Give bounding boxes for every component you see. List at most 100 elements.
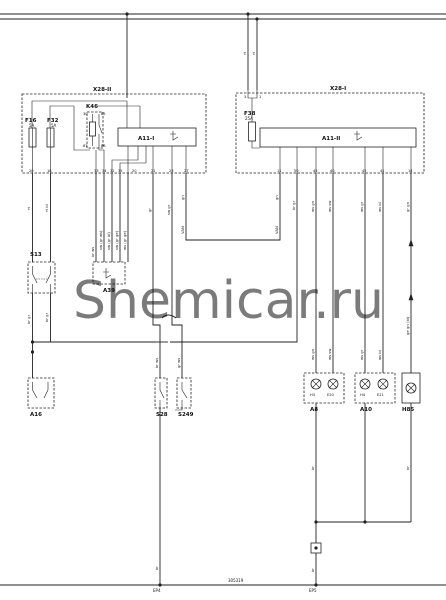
svg-text:34: 34 xyxy=(102,169,107,173)
ground-ep5: EP5 xyxy=(309,588,317,593)
lamp-e21: E21 xyxy=(377,393,384,397)
watermark-text: Shemicar.ru xyxy=(73,271,384,331)
connector-x28-ii: X28-II F16 5A F32 5A K46 xyxy=(21,87,207,174)
switch-s28: S28 xyxy=(154,377,168,418)
wire-right-a: br gr xyxy=(291,200,296,210)
module-a11-ii: A11-II xyxy=(259,127,417,148)
svg-text:21: 21 xyxy=(151,169,156,173)
wire-right-e: ws bl xyxy=(377,202,382,212)
wire-right-c: ws sw xyxy=(327,201,332,212)
wire-right-d: ws gr xyxy=(359,201,364,212)
wire-right-f: gr gn xyxy=(405,201,410,212)
lamp-h3: H3 xyxy=(310,393,315,397)
component-a39-label: A39 xyxy=(103,288,115,294)
svg-text:33: 33 xyxy=(94,169,99,173)
svg-text:85: 85 xyxy=(101,112,106,116)
svg-text:87: 87 xyxy=(83,144,88,148)
connector-x28-i: X28-I 3 1 F38 25A A11-II 11 50 45 40 42 xyxy=(235,86,425,174)
svg-text:27: 27 xyxy=(184,169,189,173)
wire-s249: sw gr xyxy=(166,204,171,215)
component-a8: H3 E20 A8 xyxy=(303,372,345,413)
bottom-rail: 305319 xyxy=(0,578,446,587)
fuse-f32-rating: 5A xyxy=(51,123,57,128)
fuse-f38: F38 25A xyxy=(244,106,260,149)
wire-rt-a: rt xyxy=(242,51,247,55)
component-a16-label: A16 xyxy=(30,412,42,418)
switch-s28-label: S28 xyxy=(156,412,168,418)
wire-a39-2: sw (gr ws) xyxy=(98,230,103,250)
module-a11-ii-label: A11-II xyxy=(322,136,340,142)
wire-right-b2: ws gn xyxy=(310,348,315,360)
svg-text:45: 45 xyxy=(313,169,318,173)
svg-text:40: 40 xyxy=(330,169,335,173)
svg-text:3: 3 xyxy=(244,95,246,99)
svg-text:50: 50 xyxy=(294,169,299,173)
wire-s28: gr xyxy=(147,208,152,212)
svg-text:20: 20 xyxy=(132,169,137,173)
component-a39: A39 xyxy=(92,261,126,294)
svg-text:41: 41 xyxy=(380,169,385,173)
svg-text:32: 32 xyxy=(110,169,115,173)
wire-a39-3: sw (gr bl) xyxy=(106,232,111,250)
connector-x28-i-label: X28-I xyxy=(330,86,346,92)
connector-x28-ii-label: X28-II xyxy=(93,87,111,93)
module-a11-i-label: A11-I xyxy=(138,136,154,142)
fuse-f32-name: F32 xyxy=(47,118,59,124)
component-a8-label: A8 xyxy=(310,407,318,413)
fuse-f16-rating: 5A xyxy=(29,123,35,128)
wire-van-right-color: gn xyxy=(274,195,279,200)
svg-text:35: 35 xyxy=(118,169,123,173)
component-a10-label: A10 xyxy=(360,407,372,413)
svg-text:18: 18 xyxy=(47,169,52,173)
module-a11-i: A11-I xyxy=(117,127,197,147)
fuse-f38-name: F38 xyxy=(244,111,256,117)
wire-right-b: ws gn xyxy=(310,200,315,212)
component-h85-label: H85 xyxy=(402,407,414,413)
svg-text:42: 42 xyxy=(362,169,367,173)
wire-s13-out-a: br gr xyxy=(26,314,31,324)
wire-s28-out: br ws xyxy=(154,358,159,368)
switch-s13: S13 xyxy=(27,252,56,294)
wire-van-left-color: gn xyxy=(180,195,185,200)
wire-f16: rt xyxy=(26,206,31,210)
switch-s13-label: S13 xyxy=(30,252,42,258)
left-wiring: rt rt bl S13 br gr br gr A1 xyxy=(26,173,281,593)
fuse-f32: F32 5A xyxy=(46,118,59,173)
lamp-e20: E20 xyxy=(327,393,335,397)
svg-text:23: 23 xyxy=(169,169,174,173)
svg-text:30: 30 xyxy=(83,112,88,116)
ground-ep4: EP4 xyxy=(153,588,161,593)
switch-s249: S249 xyxy=(176,377,194,418)
wire-ep5: br xyxy=(310,568,315,572)
wire-van-right: VAN xyxy=(274,226,279,234)
relay-k46-name: K46 xyxy=(86,104,98,110)
wire-rt-b: rt xyxy=(251,51,256,55)
diagram-id: 305319 xyxy=(228,578,244,583)
wire-right-c2: ws sw xyxy=(327,349,332,360)
wire-s13-out-b: br gr xyxy=(44,312,49,322)
wire-right-e2: ws bl xyxy=(377,350,382,360)
wire-van-left: VAN xyxy=(180,226,185,234)
component-a10: H4 E21 A10 xyxy=(354,372,396,413)
component-a16: A16 xyxy=(27,377,55,418)
svg-text:14: 14 xyxy=(408,169,413,173)
svg-text:20: 20 xyxy=(29,169,34,173)
lamp-h4: H4 xyxy=(360,393,366,397)
wire-a39-4: sw (gr ge) xyxy=(114,230,119,250)
wire-s249-out: gr ws xyxy=(176,358,181,368)
fuse-f16: F16 5A xyxy=(25,118,37,173)
right-wiring: VAN gn br gr ws gn ws sw ws gr ws bl gr … xyxy=(170,173,421,593)
switch-s249-label: S249 xyxy=(178,412,194,418)
wire-right-d2: ws gr xyxy=(359,349,364,360)
wire-a39-5: ws (gr ge) xyxy=(122,230,127,250)
wire-lamp-out-a: br xyxy=(310,466,315,470)
fuse-f16-name: F16 xyxy=(25,118,37,124)
svg-text:11: 11 xyxy=(277,169,282,173)
svg-text:86: 86 xyxy=(101,144,106,148)
wire-f32: rt bl xyxy=(44,204,49,212)
wire-a39-1: br ws xyxy=(90,247,95,257)
wire-lamp-out-b: br xyxy=(405,466,410,470)
wire-ep4: br xyxy=(154,566,159,570)
relay-k46: K46 30 85 87 86 xyxy=(83,104,106,149)
